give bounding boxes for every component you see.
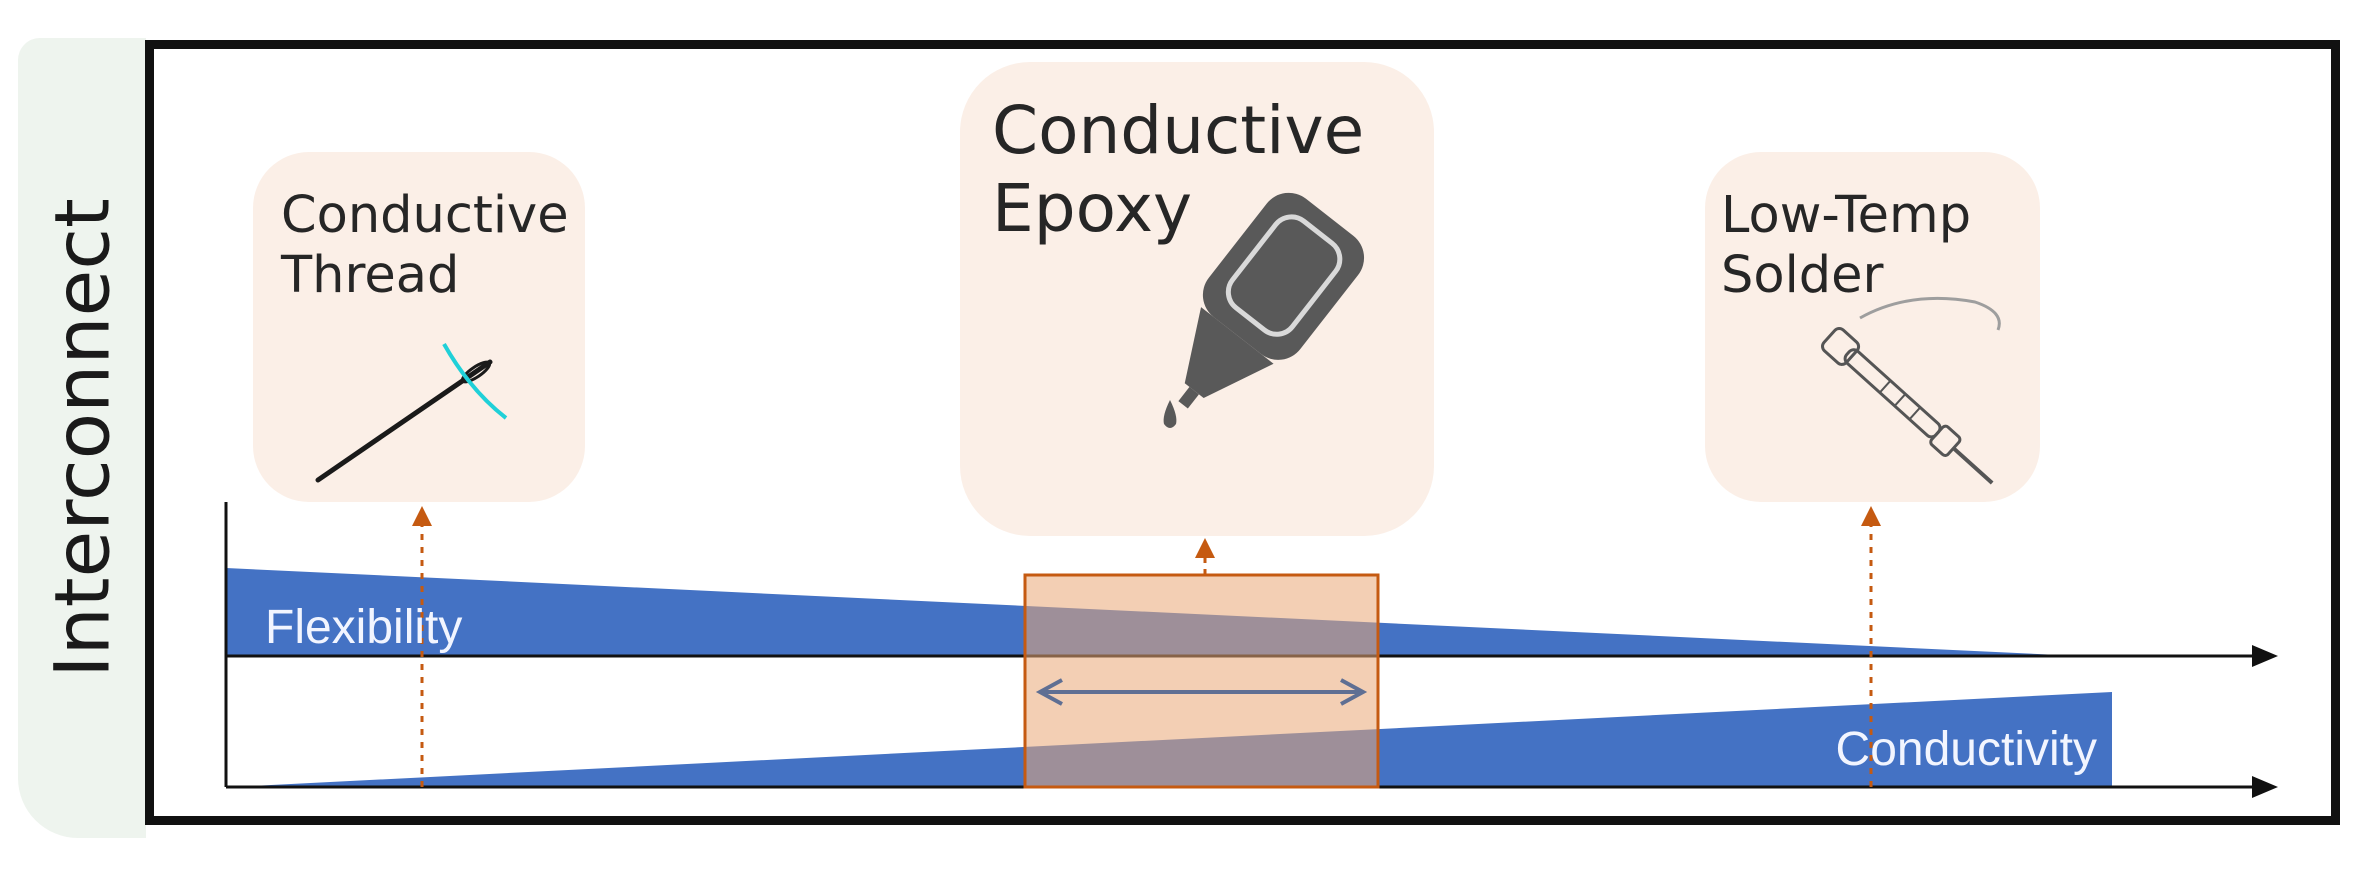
low-temp-solder-line2: Solder	[1721, 246, 1884, 306]
epoxy-pointer-arrowhead	[1195, 538, 1215, 558]
conductive-thread-title: Conductive Thread	[281, 186, 569, 306]
conductive-epoxy-card: Conductive Epoxy	[960, 62, 1434, 536]
range-arrowhead-left	[1035, 678, 1063, 706]
range-arrowhead-right	[1340, 678, 1368, 706]
thread-pointer-arrowhead	[412, 506, 432, 526]
conductive-epoxy-line1: Conductive	[992, 92, 1365, 169]
epoxy-range-box	[1023, 573, 1380, 789]
conductive-thread-card: Conductive Thread	[253, 152, 585, 502]
conductivity-axis-arrowhead	[2252, 776, 2278, 798]
conductive-epoxy-line2: Epoxy	[992, 169, 1193, 247]
glue-drop	[1163, 400, 1177, 428]
needle-thread-icon	[315, 343, 508, 483]
low-temp-solder-line1: Low-Temp	[1721, 186, 1972, 245]
soldering-iron-icon	[1821, 296, 2001, 485]
flexibility-label: Flexibility	[265, 601, 462, 654]
conductivity-label: Conductivity	[1836, 723, 2097, 776]
flexibility-axis-arrowhead	[2252, 645, 2278, 667]
conductive-thread-line2: Thread	[281, 246, 460, 306]
conductive-epoxy-title: Conductive Epoxy	[992, 92, 1364, 248]
conductive-thread-line1: Conductive	[281, 186, 569, 245]
side-tab	[18, 38, 146, 838]
low-temp-solder-card: Low-Temp Solder	[1705, 152, 2040, 502]
glue-bottle-icon	[1178, 192, 1365, 409]
solder-pointer-arrowhead	[1861, 506, 1881, 526]
low-temp-solder-title: Low-Temp Solder	[1721, 186, 1971, 306]
